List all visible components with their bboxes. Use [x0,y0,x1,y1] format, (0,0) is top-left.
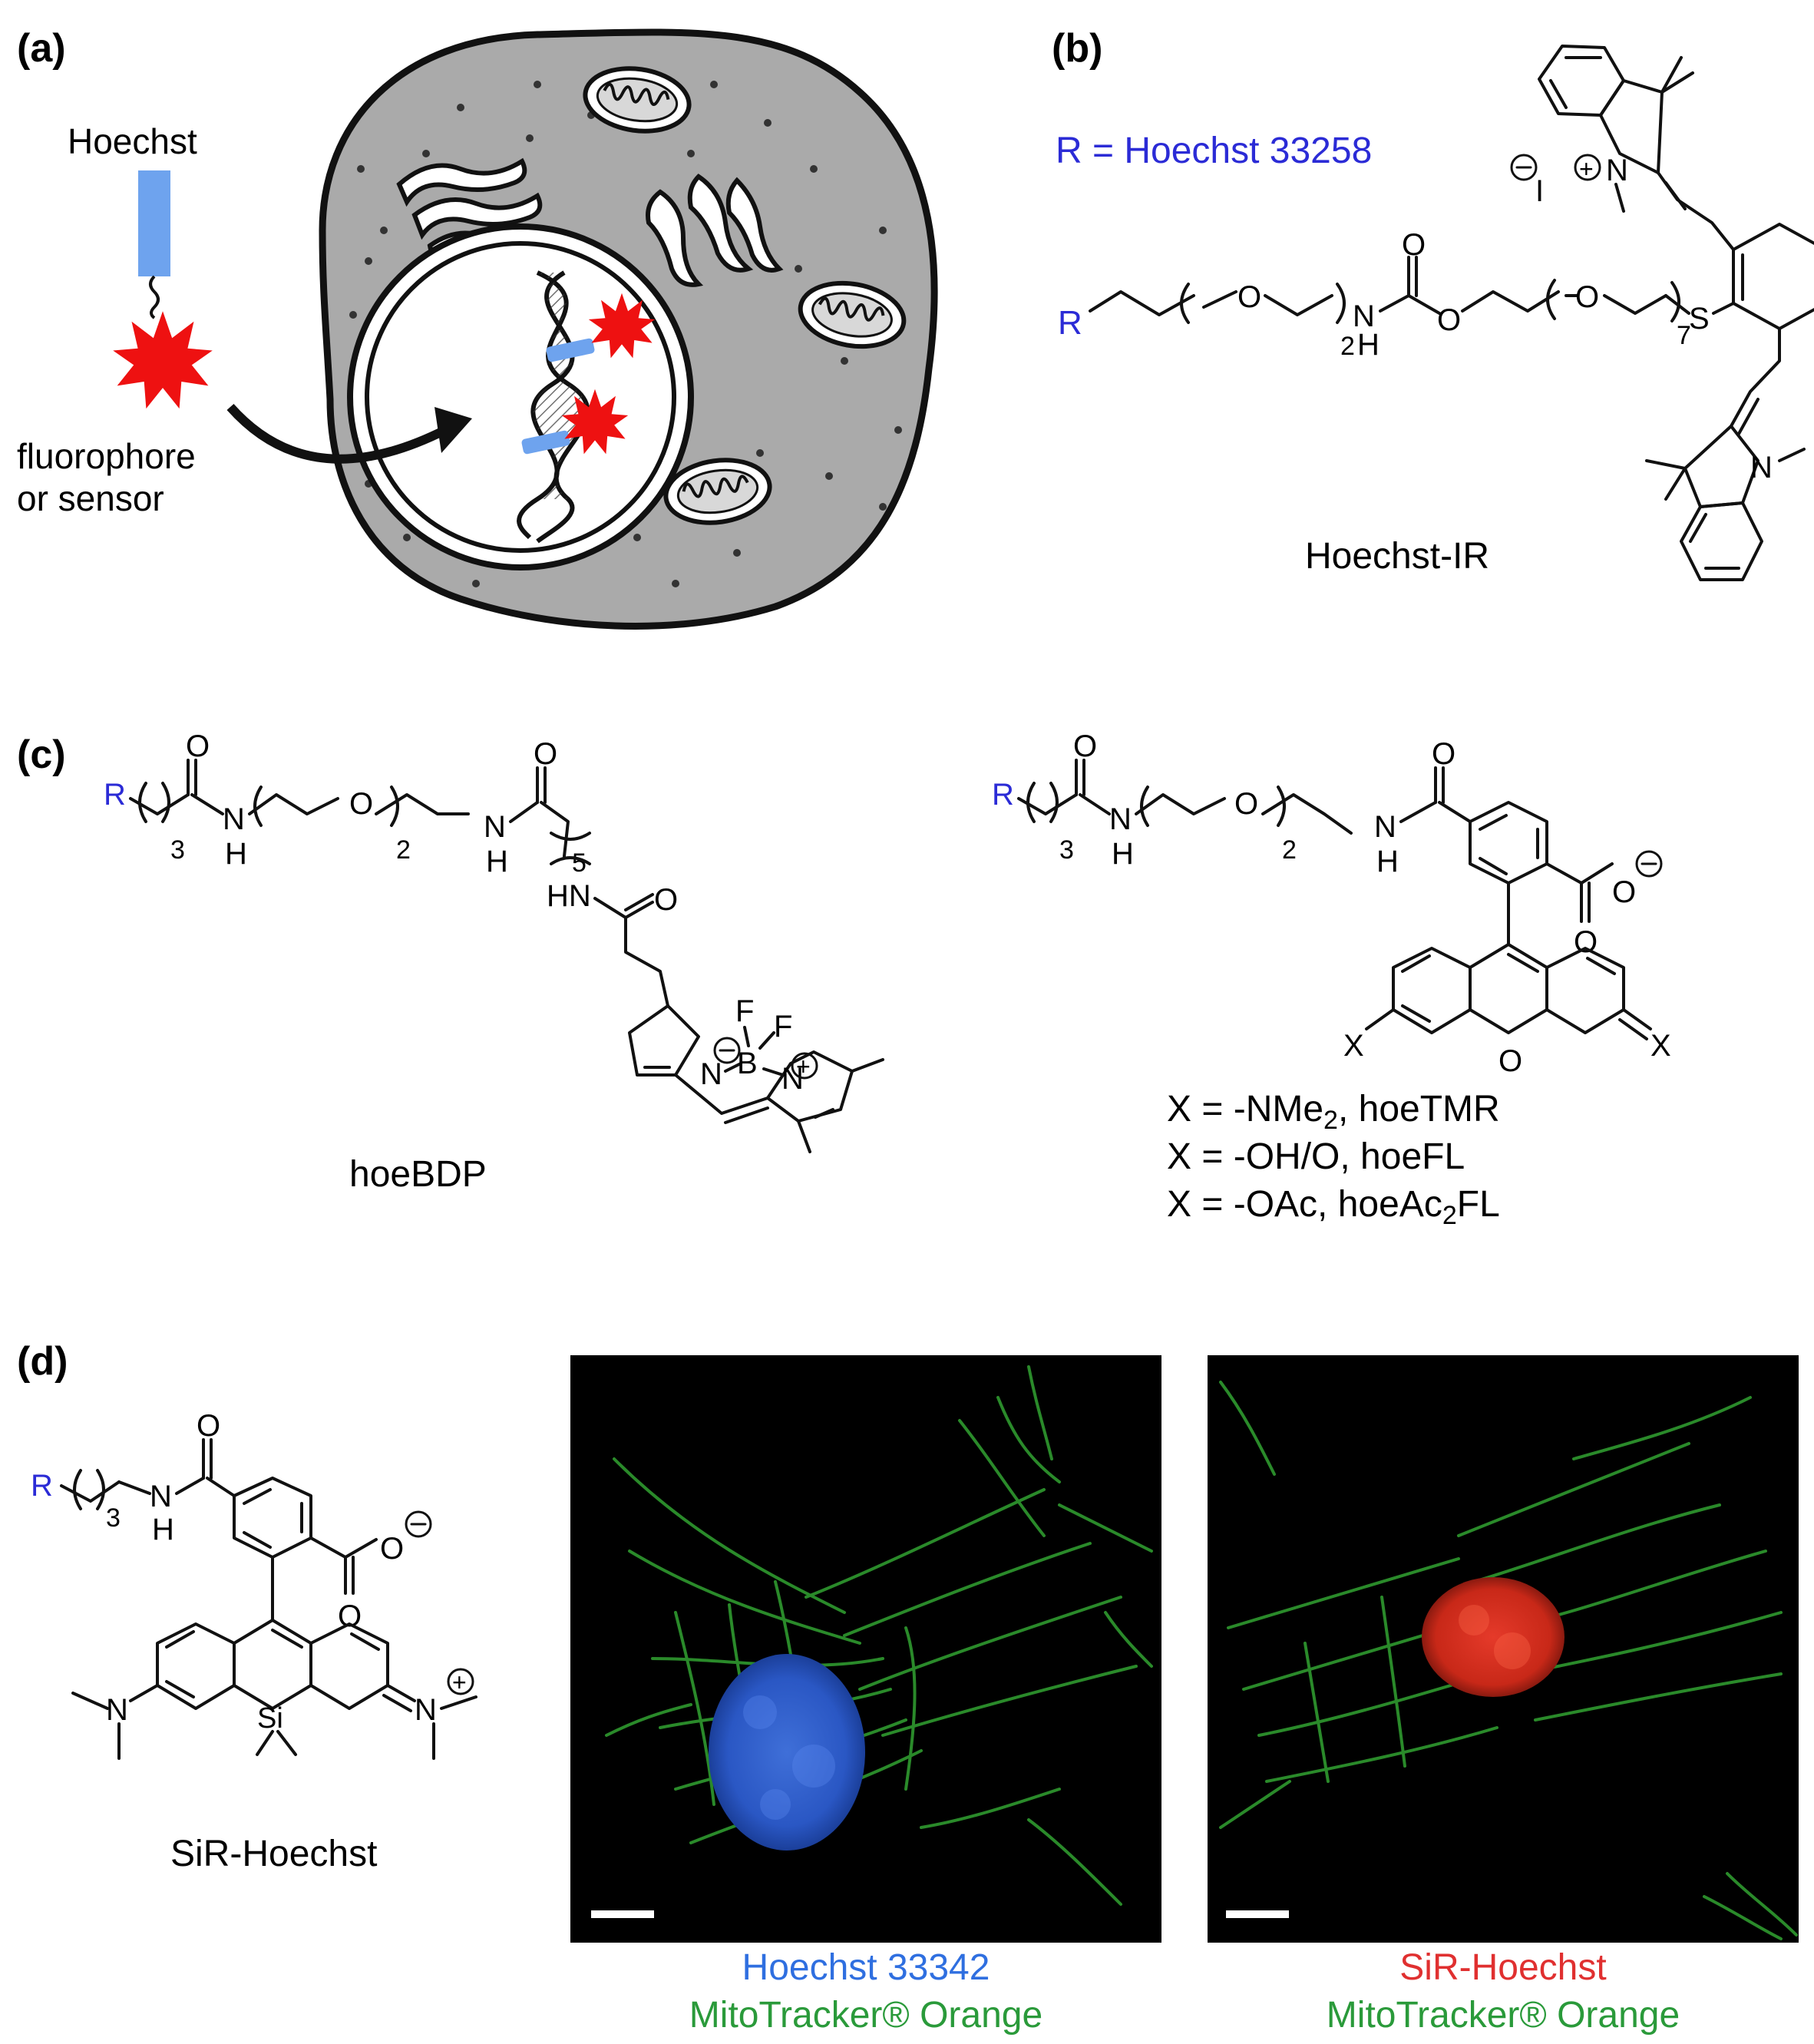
panel-c: (c) R 3 O N H O 2 N H O 5 HN O [17,729,1671,1230]
svg-text:O: O [1498,1044,1522,1078]
svg-text:H: H [1357,328,1379,362]
svg-text:+: + [1579,155,1594,183]
svg-text:N: N [150,1480,172,1513]
svg-text:F: F [735,994,754,1028]
micrograph-sir-hoechst [1208,1355,1799,1943]
r-group-sir: R [31,1469,53,1503]
sir-hoechst-name: SiR-Hoechst [170,1834,377,1874]
fluorophore-star-icon [113,311,213,409]
svg-text:O: O [1073,729,1097,763]
micrograph-hoechst [570,1355,1161,1943]
svg-text:O: O [197,1409,220,1443]
scale-bar-1 [591,1910,654,1918]
linker [149,275,160,319]
panel-a: (a) Hoechst fluorophore or sensor [17,26,938,630]
svg-text:5: 5 [572,848,586,878]
dna-helix [517,270,656,544]
svg-text:3: 3 [170,835,185,865]
x-option-tmr: X = -NMe2, hoeTMR [1167,1089,1500,1135]
hoechst-ir-name: Hoechst-IR [1305,536,1489,577]
svg-text:B: B [737,1047,758,1080]
svg-text:N: N [484,810,506,844]
golgi-right [646,174,784,287]
svg-text:+: + [452,1669,467,1696]
panel-d-label: (d) [17,1339,68,1384]
svg-text:O: O [654,883,678,917]
svg-text:2: 2 [1282,835,1297,865]
svg-text:2: 2 [1340,332,1355,361]
svg-text:O: O [1612,875,1636,909]
panel-d: (d) R 3 N H O O O Si [17,1339,1799,2036]
r-group-xanthene: R [992,778,1014,812]
svg-text:O: O [1575,280,1599,314]
svg-text:O: O [1432,737,1455,771]
svg-text:O: O [534,737,557,771]
x-option-ac2fl: X = -OAc, hoeAc2FL [1167,1184,1500,1230]
r-definition: R = Hoechst 33258 [1056,131,1372,171]
caption-hoechst-33342: Hoechst 33342 [742,1947,990,1988]
sensor-label: or sensor [17,478,164,518]
svg-text:O: O [349,787,373,821]
svg-text:+: + [796,1053,811,1080]
svg-text:N: N [1353,299,1375,333]
svg-text:HN: HN [547,879,591,913]
svg-text:3: 3 [1059,835,1074,865]
panel-a-label: (a) [17,26,66,71]
fluorophore-label: fluorophore [17,436,196,476]
svg-text:N: N [1606,154,1628,187]
panel-b-label: (b) [1052,26,1102,71]
svg-text:O: O [380,1532,404,1566]
hoechst-label: Hoechst [68,121,197,161]
svg-text:O: O [1234,787,1258,821]
svg-text:I: I [1535,174,1544,208]
r-group-bdp: R [104,778,126,812]
svg-text:H: H [486,845,508,878]
svg-text:S: S [1689,302,1710,336]
svg-text:7: 7 [1677,321,1691,350]
svg-text:N: N [1374,810,1396,844]
hoechst-bar [138,170,170,276]
svg-text:N: N [223,802,245,836]
svg-text:H: H [1376,845,1399,878]
svg-text:O: O [1437,303,1461,337]
svg-text:O: O [186,729,210,763]
svg-text:Si: Si [257,1702,283,1735]
svg-text:2: 2 [396,835,411,865]
panel-c-label: (c) [17,733,66,777]
svg-text:H: H [152,1513,174,1546]
x-option-fl: X = -OH/O, hoeFL [1167,1136,1465,1177]
svg-text:N: N [700,1057,722,1091]
svg-text:F: F [774,1010,792,1043]
caption-mitotracker-2: MitoTracker® Orange [1327,1995,1680,2036]
svg-text:X: X [1650,1029,1671,1063]
scale-bar-2 [1226,1910,1289,1918]
svg-text:3: 3 [106,1503,121,1533]
svg-text:N: N [106,1693,128,1727]
svg-text:N: N [415,1693,437,1727]
svg-text:O: O [1237,280,1261,314]
svg-text:H: H [225,837,247,871]
svg-text:H: H [1112,837,1134,871]
panel-b: (b) R = Hoechst 33258 R O 2 H N O O O 7 … [1052,26,1814,581]
svg-text:O: O [1402,228,1426,262]
svg-text:X: X [1343,1029,1364,1063]
r-group: R [1058,304,1082,342]
arrow [226,404,448,464]
arrow-head-icon [435,407,472,453]
nucleus-inner [365,241,676,553]
caption-sir-hoechst: SiR-Hoechst [1399,1947,1606,1988]
svg-text:N: N [1109,802,1132,836]
caption-mitotracker-1: MitoTracker® Orange [689,1995,1042,2036]
hoebdp-name: hoeBDP [349,1154,487,1195]
svg-text:N: N [1750,451,1773,485]
